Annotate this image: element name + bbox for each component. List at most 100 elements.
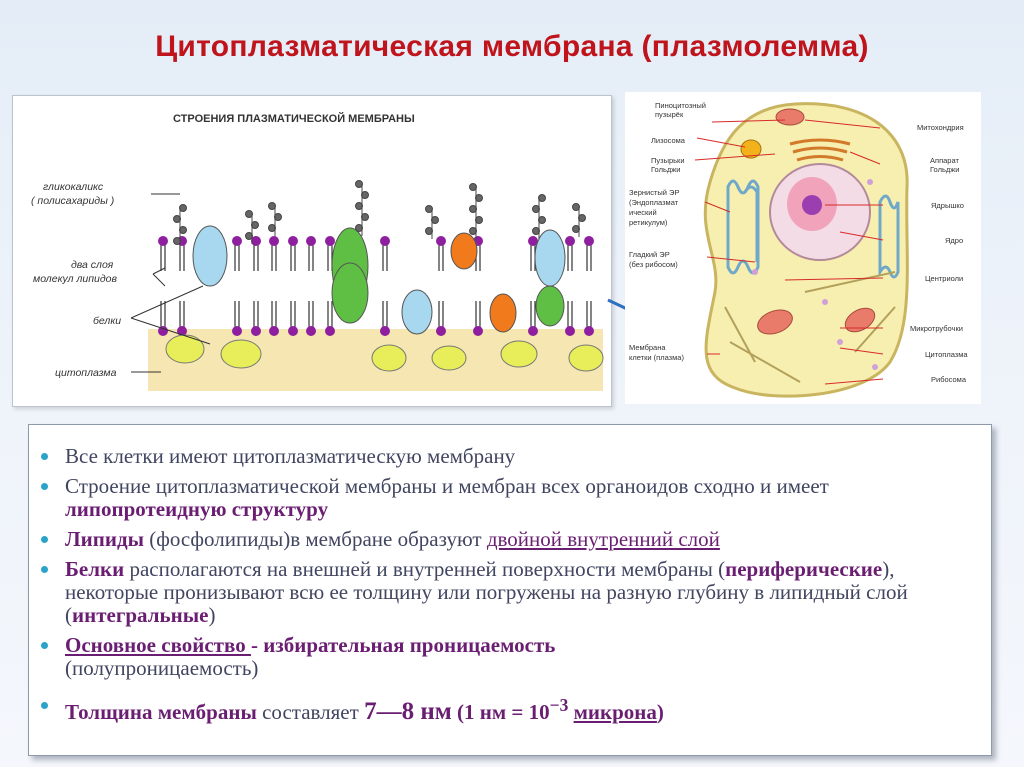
sugar-unit [469, 205, 477, 213]
bullet-4-peripheral: периферические [725, 557, 883, 581]
label-lipid-molecules: молекул липидов [33, 273, 118, 285]
lipid-head [306, 236, 316, 246]
lipid-head [565, 326, 575, 336]
label-ribosome: Рибосома [931, 375, 967, 384]
bullet-6-text: составляет [256, 700, 365, 724]
label-golgi-2: Гольджи [930, 165, 959, 174]
protein-peripheral-1 [165, 334, 205, 364]
bullet-1: Все клетки имеют цитоплазматическую мемб… [41, 444, 981, 468]
bullet-1-text: Все клетки имеют цитоплазматическую мемб… [65, 444, 516, 468]
lipid-head [288, 326, 298, 336]
lipid-head [380, 326, 390, 336]
bullet-4-text-b: ), некоторые пронизывают всю ее толщину … [65, 557, 908, 627]
bullet-3: Липиды (фосфолипиды)в мембране образуют … [41, 527, 981, 551]
bullet-3-text: (фосфолипиды)в мембране образуют [143, 527, 487, 551]
bullet-4-close: ) [208, 603, 216, 627]
lipid-head [325, 326, 335, 336]
label-two-layers: два слоя [71, 259, 114, 271]
sugar-unit [532, 227, 540, 235]
sugar-unit [268, 202, 276, 210]
sugar-unit [179, 204, 187, 212]
protein-green-2 [535, 285, 565, 327]
microtubules [724, 271, 896, 383]
protein-peripheral-5 [500, 340, 538, 368]
label-lines [130, 193, 211, 373]
label-smooth-er: Гладкий ЭР [629, 250, 670, 259]
bullet-2-highlight: липопротеидную структуру [65, 497, 329, 521]
sugar-unit [361, 191, 369, 199]
protein-peripheral-6 [568, 344, 604, 372]
sugar-unit [532, 205, 540, 213]
lipid-head [436, 236, 446, 246]
mitochondrion-2 [757, 309, 793, 335]
sugar-unit [578, 214, 586, 222]
sugar-unit [251, 221, 259, 229]
label-centrioles: Центриоли [925, 274, 963, 283]
label-rough-er: Зернистый ЭР [629, 188, 679, 197]
label-nucleus: Ядро [945, 236, 963, 245]
lipid-head [380, 236, 390, 246]
lipid-head [288, 236, 298, 246]
sugar-unit [431, 216, 439, 224]
sugar-unit [425, 205, 433, 213]
label-rough-er-2: (Эндоплазмат [629, 198, 679, 207]
protein-orange-2 [489, 293, 517, 333]
smooth-er [878, 194, 900, 279]
label-glycocalyx: гликокаликс [43, 181, 104, 193]
protein-peripheral-2 [220, 339, 262, 369]
sugar-unit [274, 213, 282, 221]
sugar-unit [245, 232, 253, 240]
sugar-unit [538, 216, 546, 224]
label-proteins: белки [93, 315, 121, 327]
bullet-5-paren: (полупроницаемость) [65, 656, 259, 680]
sugar-unit [572, 203, 580, 211]
lipid-head [565, 236, 575, 246]
ribosomes [752, 179, 878, 370]
nucleolus [802, 195, 822, 215]
label-cell-membrane-2: клетки (плазма) [629, 353, 684, 362]
proteins [165, 225, 604, 372]
lipid-bilayer [158, 236, 594, 336]
lipid-head [584, 236, 594, 246]
sugar-unit [425, 227, 433, 235]
lipid-head [251, 236, 261, 246]
bullet-5: Основное свойство - избирательная прониц… [41, 633, 981, 680]
rough-er-2 [743, 185, 759, 262]
label-pinocytic: Пиноцитозный [655, 101, 706, 110]
membrane-figure-heading: СТРОЕНИЯ ПЛАЗМАТИЧЕСКОЙ МЕМБРАНЫ [173, 112, 415, 125]
sugar-unit [355, 202, 363, 210]
lipid-head [269, 236, 279, 246]
lipid-head [232, 326, 242, 336]
label-golgi-vesicles-2: Гольджи [651, 165, 680, 174]
bullet-4-text-a: располагаются на внешней и внутренней по… [124, 557, 726, 581]
label-polysaccharides: ( полисахариды ) [31, 195, 114, 207]
rough-er [726, 179, 760, 275]
bullet-6: Толщина мембраны составляет 7—8 нм (1 нм… [41, 694, 981, 724]
lipid-head [436, 326, 446, 336]
sugar-unit [268, 224, 276, 232]
protein-integral-green-lower [331, 262, 369, 324]
membrane-labels: гликокаликс ( полисахариды ) два слоя мо… [31, 181, 121, 379]
bullet-4: Белки располагаются на внешней и внутрен… [41, 557, 981, 627]
protein-peripheral-3 [371, 344, 407, 372]
bullet-2-text: Строение цитоплазматической мембраны и м… [65, 474, 829, 498]
bullet-4-term: Белки [65, 557, 125, 581]
lipid-head [306, 326, 316, 336]
label-golgi: Аппарат [930, 156, 959, 165]
membrane-structure-figure: СТРОЕНИЯ ПЛАЗМАТИЧЕСКОЙ МЕМБРАНЫ [12, 95, 612, 407]
bullet-2: Строение цитоплазматической мембраны и м… [41, 474, 981, 521]
sugar-unit [475, 216, 483, 224]
protein-peripheral-4 [431, 345, 467, 371]
cell-right-labels: Митохондрия Аппарат Гольджи Ядрышко Ядро… [910, 123, 968, 384]
sugar-unit [475, 194, 483, 202]
cell-diagram: Пиноцитозный пузырёк Лизосома Пузырьки Г… [629, 101, 968, 398]
mitochondrion-1 [775, 108, 805, 126]
cell-figure: Пиноцитозный пузырёк Лизосома Пузырьки Г… [625, 92, 981, 404]
lipid-head [528, 236, 538, 246]
text-box: Все клетки имеют цитоплазматическую мемб… [28, 424, 992, 756]
bullet-4-integral: интегральные [72, 603, 209, 627]
bullet-3-term: Липиды [65, 527, 144, 551]
bullet-5-text: - избирательная проницаемость [250, 633, 556, 657]
sugar-unit [355, 224, 363, 232]
sugar-unit [538, 194, 546, 202]
